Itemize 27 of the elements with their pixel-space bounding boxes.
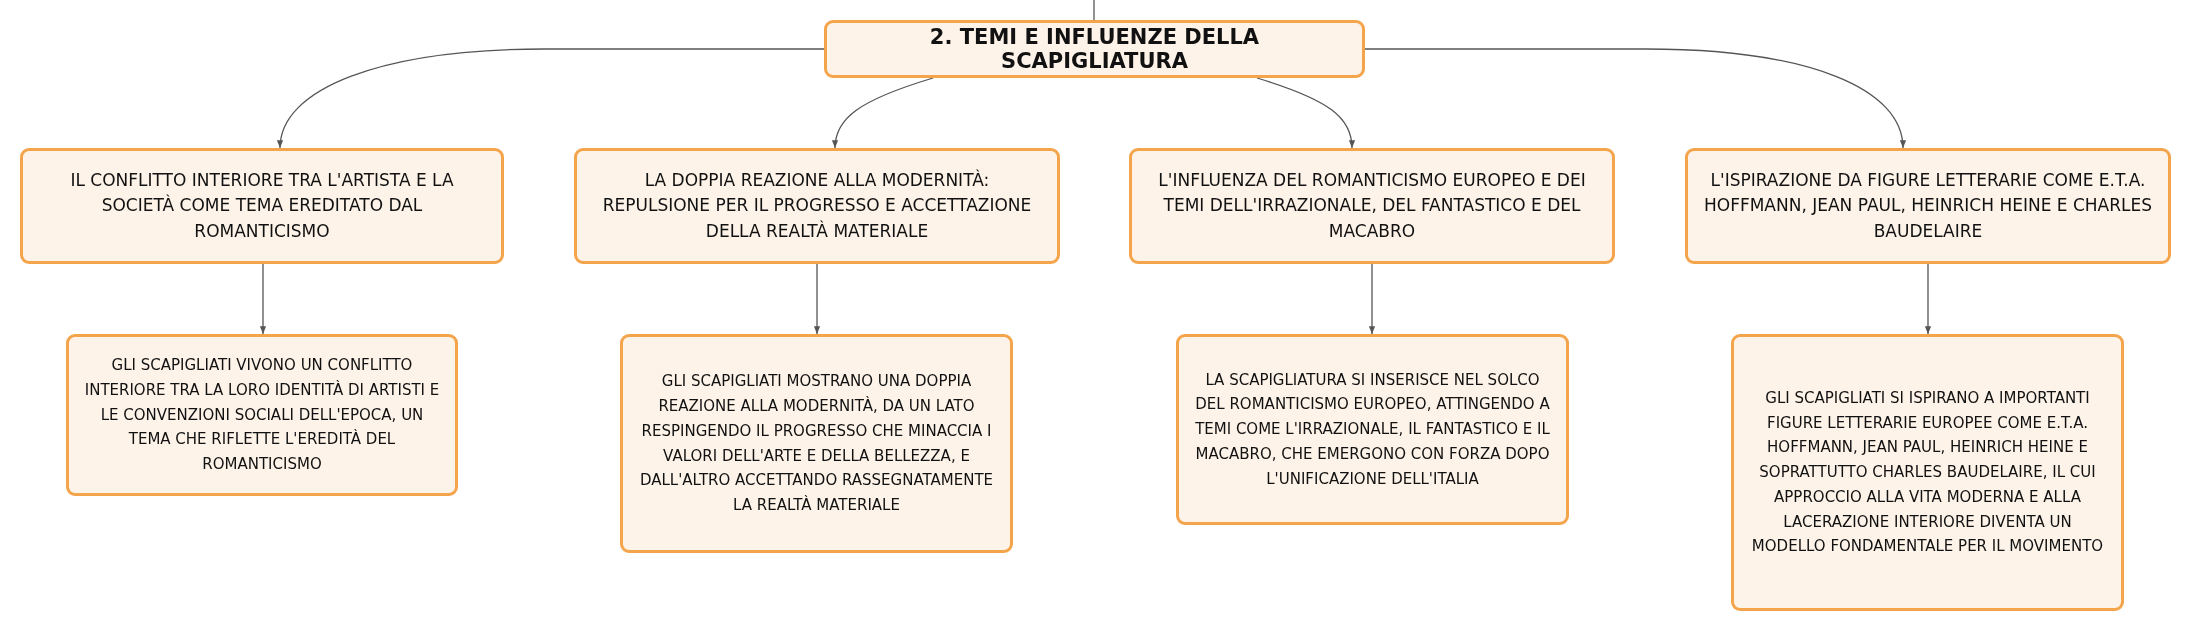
root-topic-box: [824, 20, 1365, 78]
topic-box: [620, 334, 1013, 553]
connector: [1256, 77, 1355, 149]
connector: [1924, 263, 1932, 335]
topic-text: LA DOPPIA REAZIONE ALLA MODERNITÀ: REPULSIONE PER IL PROGRESSO E ACCETTAZIONE DELLA REALTÀ MATERIALE: [601, 168, 1033, 243]
connector: [1093, 0, 1095, 21]
connector: [813, 263, 821, 335]
topic-text: L'INFLUENZA DEL ROMANTICISMO EUROPEO E DEI TEMI DELL'IRRAZIONALE, DEL FANTASTICO E DEL MACABRO: [1157, 168, 1587, 243]
connector: [1364, 48, 1906, 149]
topic-text: GLI SCAPIGLIATI SI ISPIRANO A IMPORTANTI FIGURE LETTERARIE EUROPEE COME E.T.A. HOFFMANN, JEAN PAUL, HEINRICH HEINE E SOPRATTUTTO CHARLES BAUDELAIRE, IL CUI APPROCCIO ALLA VITA MODERNA E ALLA LACERAZIONE INTERIORE DIVENTA UN MODELLO FONDAMENTALE PER IL MOVIMENTO: [1750, 387, 2105, 558]
connector: [832, 77, 934, 149]
topic-box: [66, 334, 458, 496]
topic-box: [1129, 148, 1615, 264]
topic-text: IL CONFLITTO INTERIORE TRA L'ARTISTA E LA SOCIETÀ COME TEMA EREDITATO DAL ROMANTICISMO: [69, 168, 455, 243]
connector: [1368, 263, 1376, 335]
topic-box: [20, 148, 504, 264]
topic-box: [1176, 334, 1569, 525]
topic-box: [1731, 334, 2124, 611]
topic-box: [574, 148, 1060, 264]
topic-box: [1685, 148, 2171, 264]
topic-text: L'ISPIRAZIONE DA FIGURE LETTERARIE COME E.T.A. HOFFMANN, JEAN PAUL, HEINRICH HEINE E CHARLES BAUDELAIRE: [1702, 168, 2154, 243]
connector: [278, 48, 825, 149]
topic-text: GLI SCAPIGLIATI MOSTRANO UNA DOPPIA REAZIONE ALLA MODERNITÀ, DA UN LATO RESPINGENDO IL PROGRESSO CHE MINACCIA I VALORI DELL'ARTE E DELLA BELLEZZA, E DALL'ALTRO ACCETTANDO RASSEGNATAMENTE LA REALTÀ MATERIALE: [638, 371, 995, 516]
topic-text: LA SCAPIGLIATURA SI INSERISCE NEL SOLCO DEL ROMANTICISMO EUROPEO, ATTINGENDO A TEMI COME L'IRRAZIONALE, IL FANTASTICO E IL MACABRO, CHE EMERGONO CON FORZA DOPO L'UNIFICAZIONE DELL'ITALIA: [1194, 369, 1551, 490]
topic-text: 2. TEMI E INFLUENZE DELLA SCAPIGLIATURA: [928, 25, 1261, 73]
topic-text: GLI SCAPIGLIATI VIVONO UN CONFLITTO INTERIORE TRA LA LORO IDENTITÀ DI ARTISTI E LE CONVENZIONI SOCIALI DELL'EPOCA, UN TEMA CHE RIFLETTE L'EREDITÀ DEL ROMANTICISMO: [83, 355, 441, 476]
connector: [259, 263, 267, 335]
